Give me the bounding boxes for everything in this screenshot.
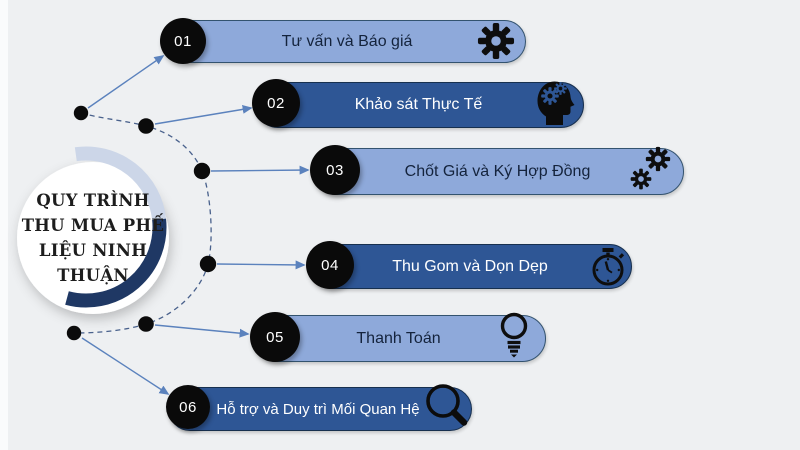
ring-arc-light bbox=[74, 146, 167, 221]
arrow-line-step-04 bbox=[216, 260, 306, 270]
title-line: LIỆU NINH bbox=[38, 241, 148, 260]
left-margin-strip bbox=[0, 0, 8, 450]
step-bar-04: Thu Gom và Dọn Dẹp bbox=[310, 244, 632, 289]
head-gears-icon bbox=[537, 81, 575, 125]
step-label: Thu Gom và Dọn Dẹp bbox=[392, 257, 548, 275]
title-line: THUẬN bbox=[57, 266, 129, 285]
step-label: Chốt Giá và Ký Hợp Đồng bbox=[404, 162, 591, 180]
step-number: 05 bbox=[266, 328, 284, 346]
lightbulb-icon bbox=[500, 312, 528, 358]
step-number-circle: 03 bbox=[310, 145, 360, 195]
arrow-line-step-02 bbox=[154, 104, 253, 125]
ring-arc-dark bbox=[65, 218, 167, 308]
branch-dot bbox=[193, 162, 211, 180]
stopwatch-icon bbox=[592, 248, 625, 286]
branch-dot bbox=[138, 316, 154, 332]
step-number: 01 bbox=[174, 32, 192, 50]
step-bar-01: Tư vấn và Báo giá bbox=[170, 20, 526, 63]
branch-dot bbox=[66, 325, 82, 341]
diagram-title: QUY TRÌNH THU MUA PHẾ LIỆU NINH THUẬN bbox=[17, 188, 169, 288]
step-bar-03: Chốt Giá và Ký Hợp Đồng bbox=[313, 148, 684, 195]
branch-dot bbox=[73, 105, 89, 121]
arrow-line-step-03 bbox=[210, 165, 310, 175]
step-label: Hỗ trợ và Duy trì Mối Quan Hệ bbox=[216, 400, 420, 418]
title-line: THU MUA PHẾ bbox=[21, 216, 165, 235]
magnifier-icon bbox=[426, 384, 468, 426]
arrow-line-step-06 bbox=[81, 337, 170, 395]
step-number-circle: 05 bbox=[250, 312, 300, 362]
step-label: Khảo sát Thực Tế bbox=[354, 96, 483, 113]
step-number: 03 bbox=[326, 161, 344, 179]
title-line: QUY TRÌNH bbox=[36, 191, 150, 210]
step-number-circle: 02 bbox=[252, 79, 300, 127]
step-number: 04 bbox=[321, 256, 339, 274]
step-label: Thanh Toán bbox=[356, 329, 441, 347]
arrow-line-step-05 bbox=[154, 324, 250, 338]
step-number: 06 bbox=[179, 398, 197, 416]
step-number: 02 bbox=[267, 94, 285, 112]
step-number-circle: 01 bbox=[160, 18, 206, 64]
step-bar-05: Thanh Toán bbox=[253, 315, 546, 362]
step-bar-06: Hỗ trợ và Duy trì Mối Quan Hệ bbox=[168, 387, 472, 431]
branch-dot bbox=[138, 118, 154, 134]
branch-dot bbox=[199, 255, 217, 273]
step-number-circle: 06 bbox=[166, 385, 210, 429]
double-gear-icon bbox=[630, 146, 671, 190]
step-number-circle: 04 bbox=[306, 241, 354, 289]
step-bar-02: Khảo sát Thực Tế bbox=[255, 82, 584, 128]
arrow-line-step-01 bbox=[87, 55, 165, 109]
gear-icon bbox=[477, 22, 515, 60]
step-label: Tư vấn và Báo giá bbox=[281, 32, 413, 50]
